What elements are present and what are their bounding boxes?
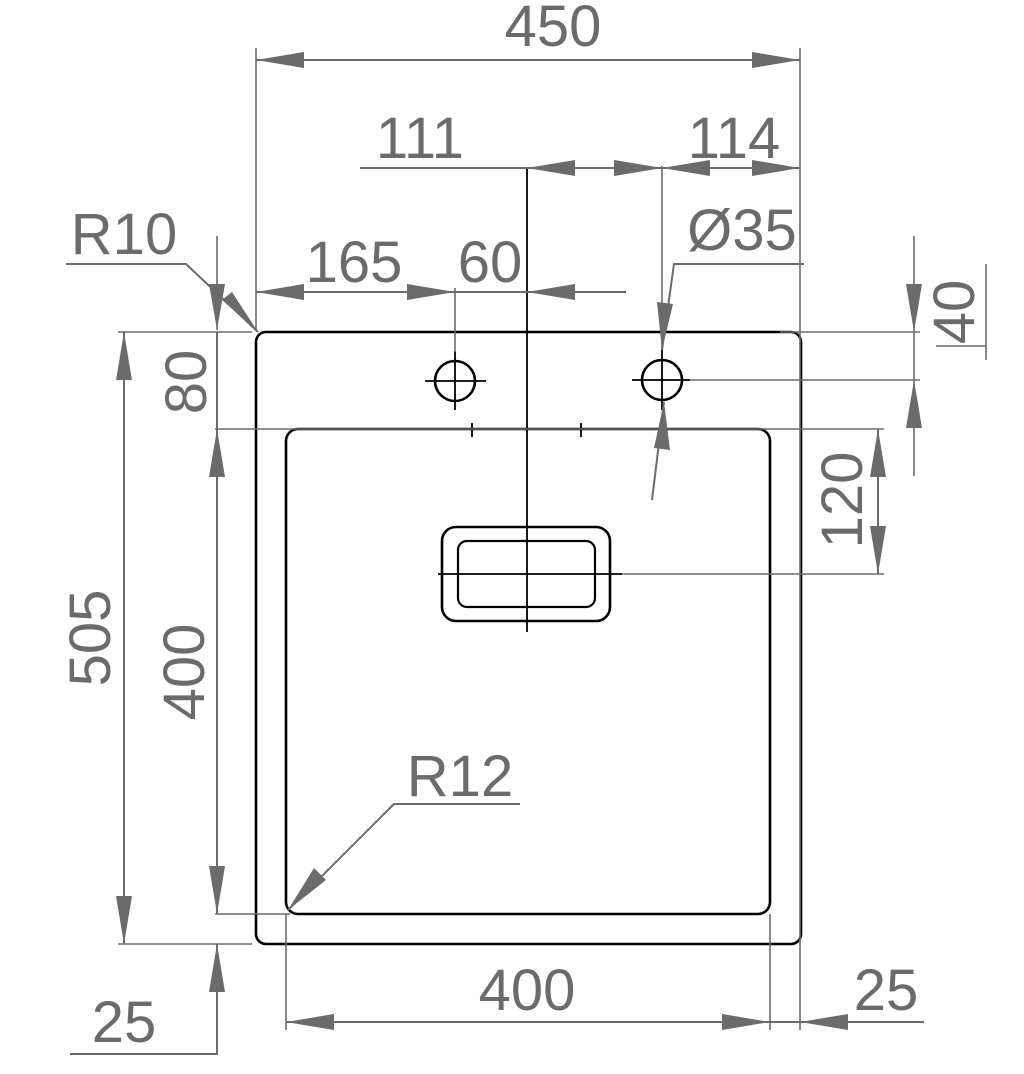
- label-margin-right: 25: [854, 958, 919, 1023]
- label-bowl-from-top: 80: [154, 350, 219, 415]
- label-overall-depth: 505: [58, 590, 123, 687]
- bowl-outline: [284, 427, 772, 916]
- label-margin-bottom: 25: [92, 990, 157, 1055]
- label-tap-hole-from-left: 111: [376, 106, 464, 171]
- label-tap-hole-diameter: Ø35: [687, 198, 797, 263]
- tap-hole-left: [425, 351, 486, 410]
- dimension-lines: [66, 52, 987, 1055]
- label-tap-hole-from-right: 114: [688, 106, 780, 171]
- label-offset-left: 165: [306, 230, 403, 295]
- label-bowl-width: 400: [479, 958, 576, 1023]
- label-corner-radius-outer: R10: [71, 202, 177, 267]
- label-bowl-depth: 400: [152, 624, 217, 721]
- dimension-labels: 450 111 114 R10 165 60 Ø35 40 80 120 505…: [58, 0, 987, 1055]
- label-corner-radius-bowl: R12: [407, 744, 513, 809]
- label-offset-center: 60: [458, 230, 523, 295]
- label-tap-hole-from-top: 40: [922, 280, 987, 345]
- tap-hole-right: [632, 350, 690, 410]
- label-drain-from-bowl-top: 120: [810, 452, 875, 549]
- label-overall-width: 450: [505, 0, 602, 59]
- sink-outer-outline: [254, 330, 803, 946]
